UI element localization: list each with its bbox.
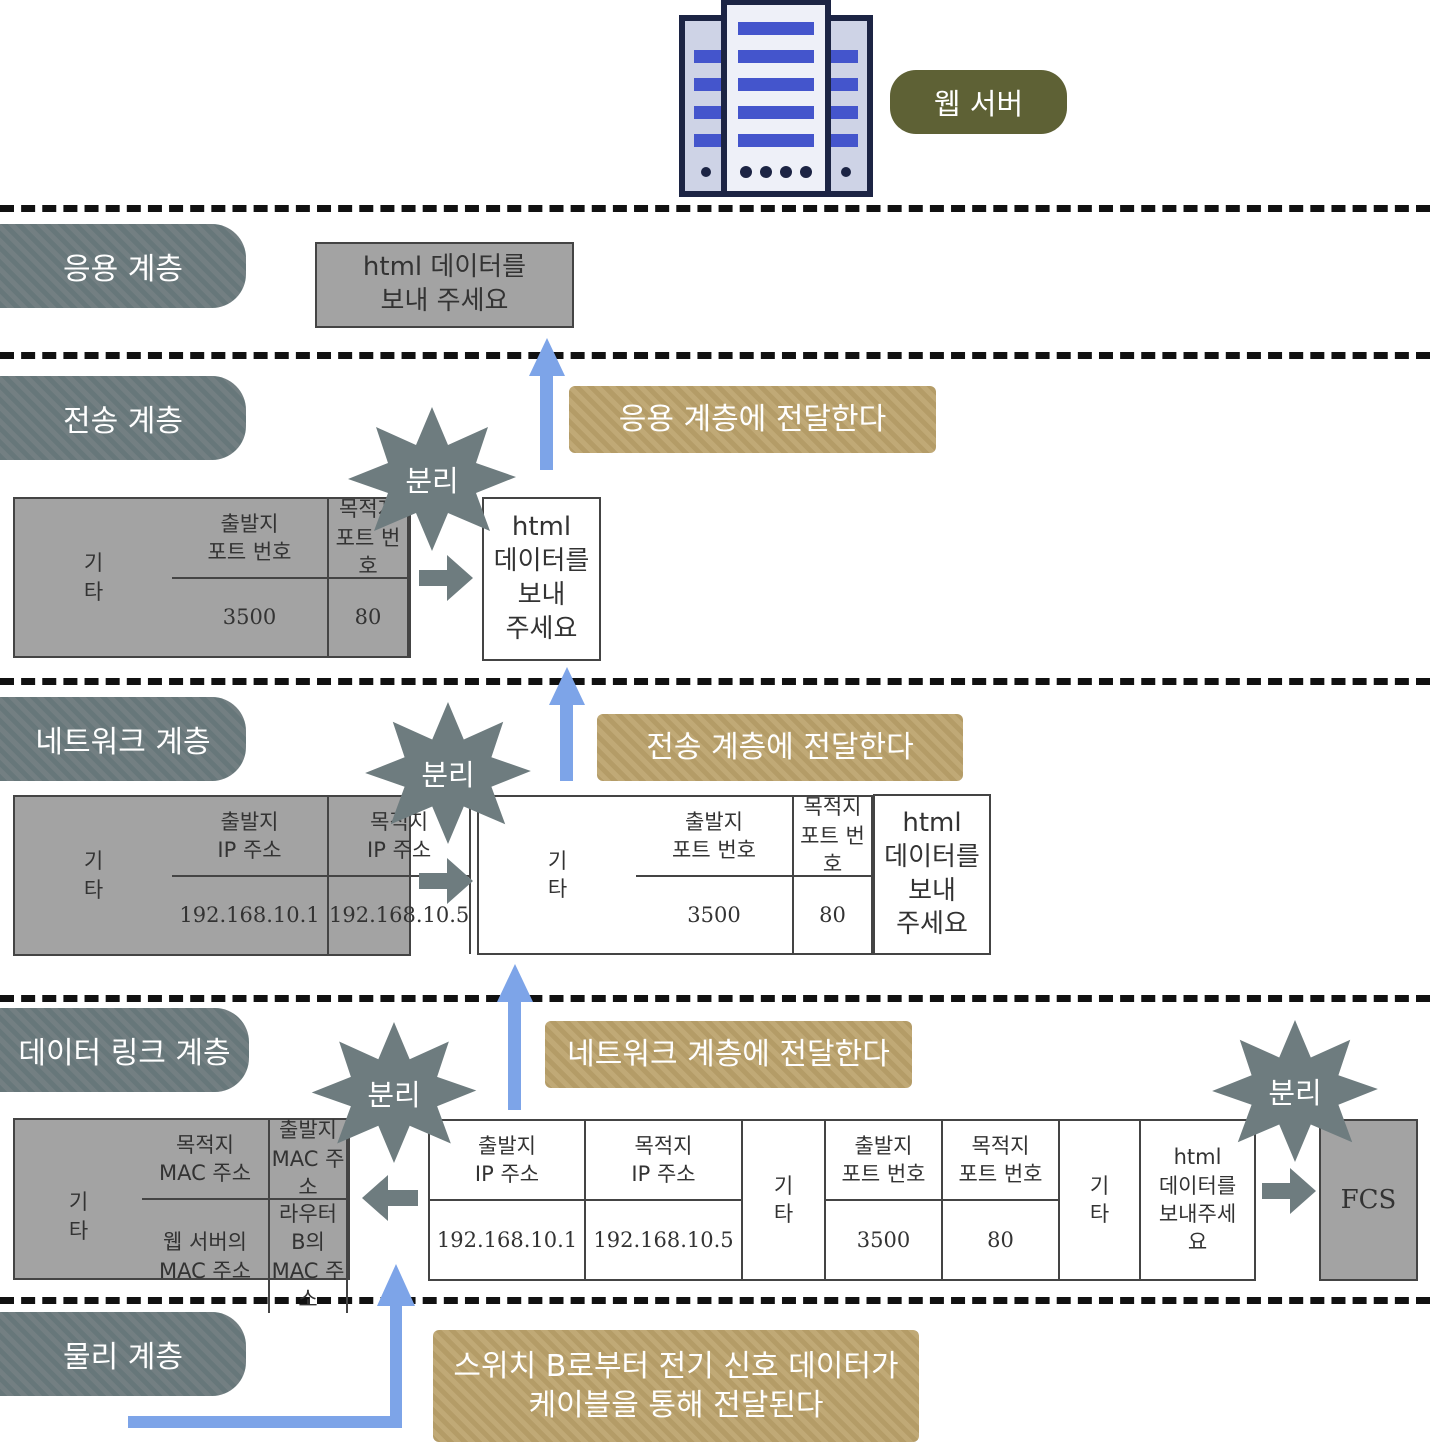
network-payload-data-box: html 데이터를 보내 주세요 — [873, 794, 991, 955]
dst-port-value: 80 — [329, 579, 409, 656]
separate-burst: 분리 — [362, 700, 534, 846]
layer-label-text: 물리 계층 — [63, 1340, 183, 1375]
note-text: 스위치 B로부터 전기 신호 데이터가 케이블을 통해 전달된다 — [453, 1349, 899, 1423]
burst-shape-icon — [1212, 1019, 1378, 1163]
separate-burst: 분리 — [309, 1020, 479, 1165]
layer-divider — [0, 995, 1430, 1002]
src-port-label: 출발지 포트 번호 — [826, 1121, 943, 1201]
layer-label-datalink: 데이터 링크 계층 — [0, 1008, 249, 1092]
note-text: 네트워크 계층에 전달한다 — [567, 1037, 890, 1072]
burst-label: 분리 — [421, 758, 475, 792]
src-mac-value: 라우터 B의 MAC 주소 — [270, 1200, 348, 1314]
burst-label: 분리 — [1268, 1076, 1322, 1110]
dst-ip-label: 목적지 IP 주소 — [329, 797, 472, 877]
arrow-right-icon — [419, 555, 473, 601]
layer-label-text: 데이터 링크 계층 — [18, 1036, 231, 1071]
burst-label: 분리 — [405, 464, 459, 498]
dst-ip-value: 192.168.10.5 — [329, 877, 472, 954]
src-ip-label: 출발지 IP 주소 — [172, 797, 329, 877]
burst-label: 분리 — [367, 1077, 421, 1112]
dst-mac-label: 목적지 MAC 주소 — [142, 1120, 270, 1200]
web-server-label: 웹 서버 — [890, 70, 1067, 134]
application-data-box: html 데이터를 보내 주세요 — [315, 242, 574, 328]
layer-label-physical: 물리 계층 — [0, 1312, 246, 1396]
separate-burst: 분리 — [1210, 1018, 1380, 1164]
etc-field: 기 타 — [547, 848, 568, 901]
etc-field: 기 타 — [83, 849, 104, 902]
up-arrow-to-transport — [549, 667, 585, 781]
layer-label-text: 응용 계층 — [63, 252, 183, 287]
layer-label-text: 전송 계층 — [63, 404, 183, 439]
src-port-value: 3500 — [636, 877, 794, 953]
payload-text: html 데이터를 보내 주세요 — [493, 512, 590, 644]
burst-shape-icon — [311, 1021, 477, 1164]
application-data-text: html 데이터를 보내 주세요 — [362, 252, 527, 316]
transport-payload-box: html 데이터를 보내 주세요 — [482, 497, 601, 661]
up-arrow-to-network — [497, 964, 533, 1110]
dst-port-value: 80 — [943, 1201, 1060, 1279]
datalink-header-table: 목적지 MAC 주소 출발지 MAC 주소 기 타 웹 서버의 MAC 주소 라… — [13, 1118, 350, 1314]
src-port-label: 출발지 포트 번호 — [172, 499, 329, 579]
web-server-label-text: 웹 서버 — [933, 87, 1024, 121]
fcs-label: FCS — [1340, 1185, 1397, 1215]
burst-shape-icon — [365, 701, 531, 845]
dst-ip-value: 192.168.10.5 — [586, 1201, 743, 1279]
payload-text: html 데이터를 보내 주세요 — [884, 807, 980, 940]
layer-divider — [0, 678, 1430, 685]
src-ip-value: 192.168.10.1 — [172, 877, 329, 954]
note-to-application: 응용 계층에 전달한다 — [569, 386, 936, 453]
note-physical: 스위치 B로부터 전기 신호 데이터가 케이블을 통해 전달된다 — [433, 1330, 919, 1442]
note-text: 전송 계층에 전달한다 — [646, 730, 914, 765]
datalink-payload-table: 출발지 IP 주소 목적지 IP 주소 기 타 출발지 포트 번호 목적지 포트… — [428, 1119, 1256, 1281]
up-arrow-to-application — [529, 338, 565, 470]
etc-field: 기 타 — [68, 1190, 89, 1243]
src-ip-value: 192.168.10.1 — [430, 1201, 586, 1279]
network-header-table: 출발지 IP 주소 목적지 IP 주소 기 타 192.168.10.1 192… — [13, 795, 472, 956]
src-mac-label: 출발지 MAC 주소 — [270, 1118, 348, 1200]
data-field: html 데이터를 보내주세 요 — [1158, 1145, 1237, 1255]
arrow-left-icon — [362, 1175, 418, 1221]
layer-label-text: 네트워크 계층 — [35, 725, 211, 760]
note-text: 응용 계층에 전달한다 — [618, 402, 887, 437]
layer-label-application: 응용 계층 — [0, 224, 246, 308]
burst-shape-icon — [348, 407, 516, 551]
etc-field: 기 타 — [743, 1121, 826, 1279]
network-payload-table: 출발지 포트 번호 목적지 포트 번호 기 타 3500 80 — [477, 795, 875, 955]
fcs-box: FCS — [1319, 1119, 1418, 1281]
separate-burst: 분리 — [346, 405, 518, 553]
layer-divider — [0, 1297, 1430, 1304]
etc-field: 기 타 — [83, 551, 104, 604]
dst-port-label: 목적지 포트 번호 — [943, 1121, 1060, 1201]
dst-mac-value: 웹 서버의 MAC 주소 — [142, 1200, 270, 1314]
src-port-value: 3500 — [826, 1201, 943, 1279]
dst-port-value: 80 — [794, 877, 873, 953]
note-to-transport: 전송 계층에 전달한다 — [597, 714, 963, 781]
layer-label-transport: 전송 계층 — [0, 376, 246, 460]
layer-divider — [0, 352, 1430, 359]
dst-ip-label: 목적지 IP 주소 — [586, 1121, 743, 1201]
dst-port-label: 목적지 포트 번호 — [794, 795, 873, 877]
src-port-value: 3500 — [172, 579, 329, 656]
arrow-right-icon — [1262, 1168, 1316, 1214]
arrow-right-icon — [419, 858, 473, 904]
layer-label-network: 네트워크 계층 — [0, 697, 246, 781]
note-to-network: 네트워크 계층에 전달한다 — [545, 1021, 912, 1088]
etc-field: 기 타 — [1060, 1121, 1141, 1279]
src-ip-label: 출발지 IP 주소 — [430, 1121, 586, 1201]
physical-signal-arrow — [128, 1264, 415, 1428]
web-server-icon — [679, 0, 873, 197]
layer-divider — [0, 205, 1430, 212]
src-port-label: 출발지 포트 번호 — [636, 797, 794, 877]
